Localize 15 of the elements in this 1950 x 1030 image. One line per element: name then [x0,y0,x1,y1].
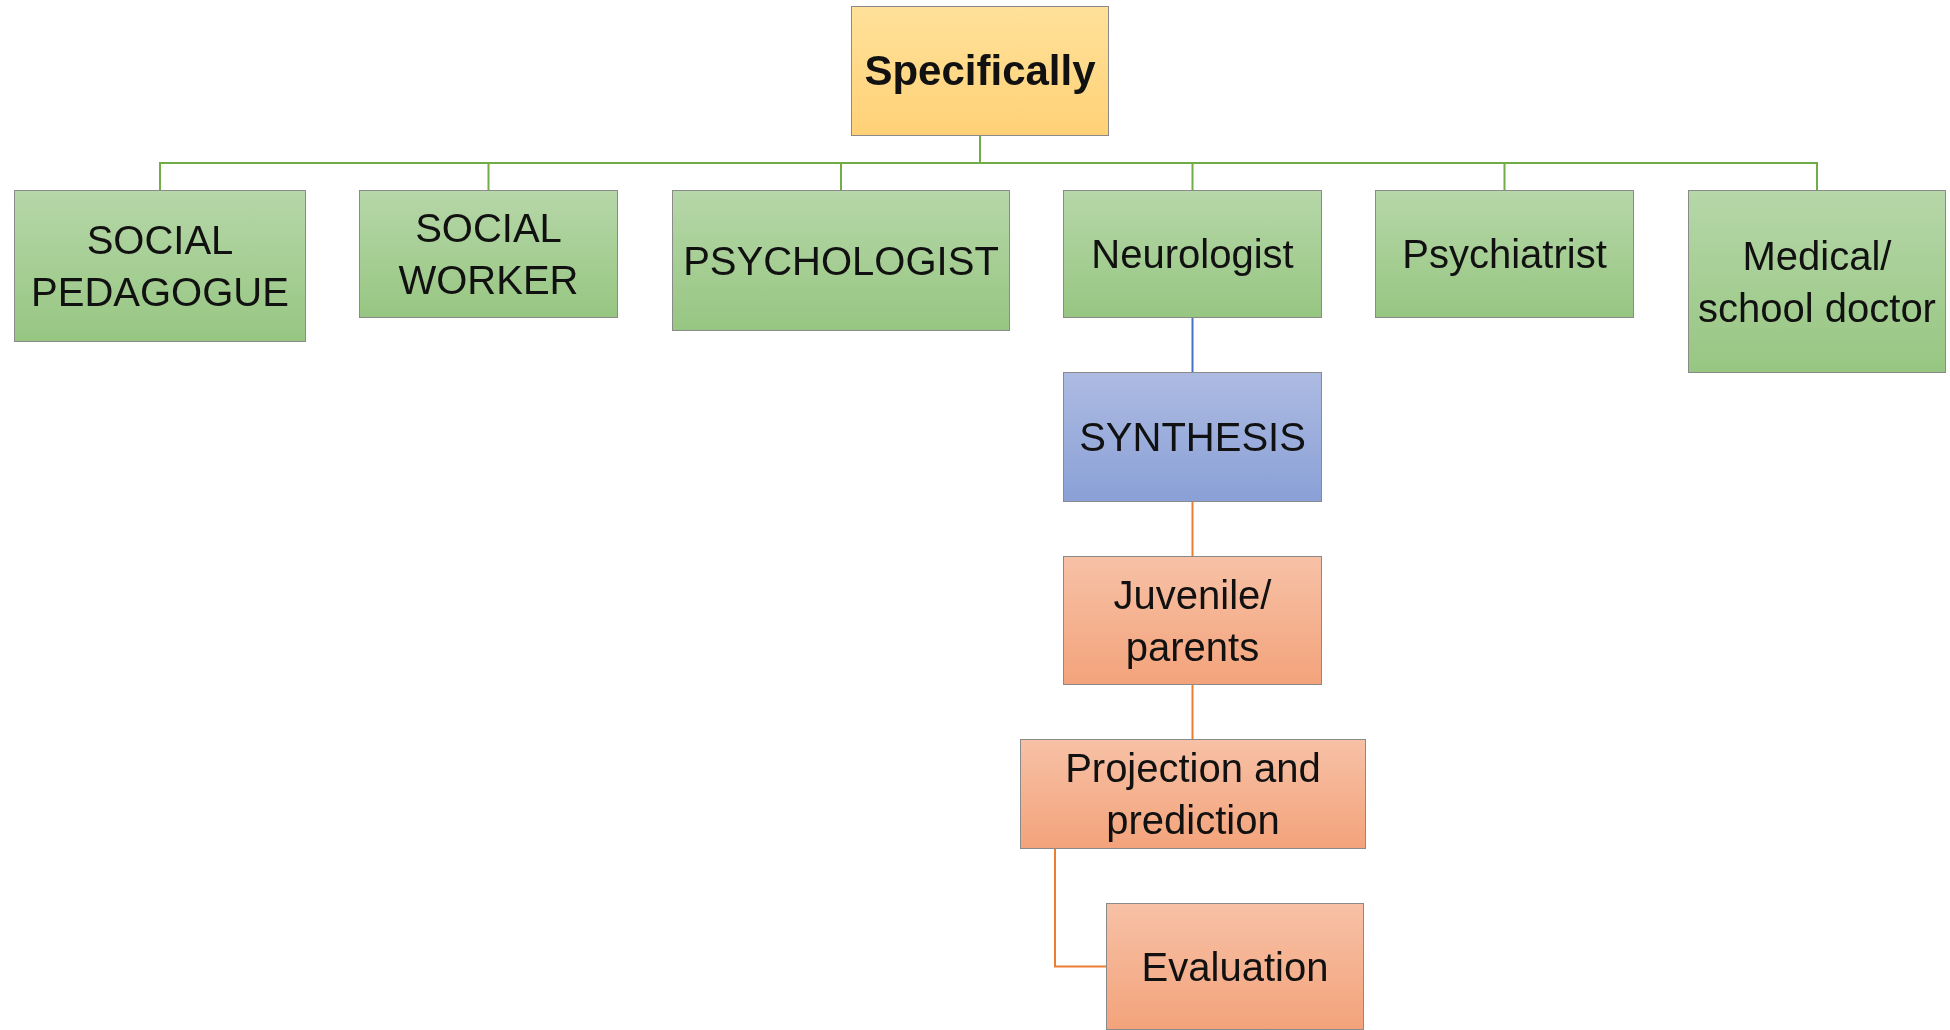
role-box: SOCIAL WORKER [359,190,618,318]
synthesis-box: SYNTHESIS [1063,372,1322,502]
role-box: Neurologist [1063,190,1322,318]
role-box: PSYCHOLOGIST [672,190,1010,331]
role-box: Juvenile/ parents [1063,556,1322,685]
role-box: Evaluation [1106,903,1364,1030]
role-box: Projection and prediction [1020,739,1366,849]
heading-box: Specifically [851,6,1109,136]
role-box: SOCIAL PEDAGOGUE [14,190,306,342]
connector-line [1054,848,1107,968]
connector-line [1191,684,1194,740]
role-box: Medical/ school doctor [1688,190,1946,373]
connector-line [1191,317,1194,373]
connector-line [1191,501,1194,557]
role-box: Psychiatrist [1375,190,1634,318]
